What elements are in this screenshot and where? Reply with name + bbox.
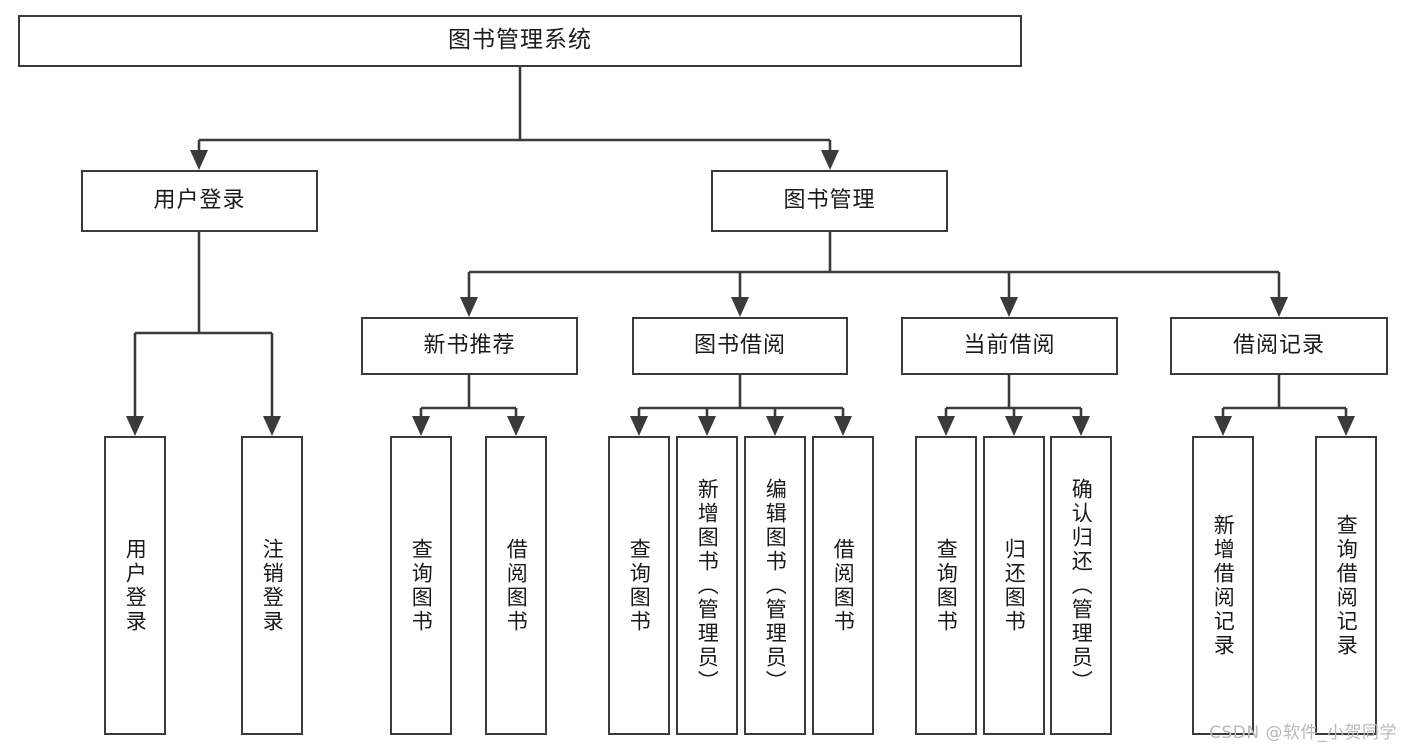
node-book-manage[interactable]: 图书管理 bbox=[711, 170, 948, 232]
arrow-head-book-manage bbox=[821, 150, 839, 170]
watermark-text: CSDN @软件_小贺同学 bbox=[1209, 723, 1397, 743]
node-new-book-rec[interactable]: 新书推荐 bbox=[361, 317, 578, 375]
arrow-head-leaf-rec-search bbox=[1337, 416, 1355, 436]
arrow-head-borrow-record bbox=[1270, 297, 1288, 317]
arrow-head-new-book-rec bbox=[460, 297, 478, 317]
node-leaf-borrow-query[interactable]: 查询图书 bbox=[608, 436, 670, 735]
node-leaf-cur-return-label: 归还图书 bbox=[1002, 537, 1027, 634]
node-leaf-cur-confirm-label: 确认归还（管理员） bbox=[1069, 477, 1094, 694]
node-leaf-user-logout-label: 注销登录 bbox=[260, 537, 285, 634]
arrow-head-leaf-borrow-query bbox=[630, 416, 648, 436]
arrow-head-leaf-cur-confirm bbox=[1072, 416, 1090, 436]
node-book-borrow[interactable]: 图书借阅 bbox=[632, 317, 848, 375]
node-borrow-record-label: 借阅记录 bbox=[1232, 332, 1325, 358]
node-leaf-user-login-label: 用户登录 bbox=[123, 537, 148, 634]
arrow-head-leaf-borrow-lend bbox=[834, 416, 852, 436]
edge-bookmanage-to-level3 bbox=[467, 232, 1281, 299]
node-leaf-borrow-add-label: 新增图书（管理员） bbox=[695, 477, 720, 694]
node-leaf-cur-query-label: 查询图书 bbox=[934, 537, 959, 634]
node-leaf-borrow-add[interactable]: 新增图书（管理员） bbox=[676, 436, 738, 735]
node-leaf-cur-confirm[interactable]: 确认归还（管理员） bbox=[1050, 436, 1112, 735]
arrow-head-leaf-rec-add bbox=[1214, 416, 1232, 436]
arrow-head-leaf-borrow-edit bbox=[766, 416, 784, 436]
node-leaf-rec-search-label: 查询借阅记录 bbox=[1334, 513, 1359, 658]
node-leaf-rec-add[interactable]: 新增借阅记录 bbox=[1192, 436, 1254, 735]
node-user-login-label: 用户登录 bbox=[153, 187, 246, 213]
node-user-login[interactable]: 用户登录 bbox=[81, 170, 318, 232]
node-leaf-rec-search[interactable]: 查询借阅记录 bbox=[1315, 436, 1377, 735]
node-leaf-borrow-edit-label: 编辑图书（管理员） bbox=[763, 477, 788, 694]
arrow-head-leaf-user-login bbox=[126, 416, 144, 436]
edge-root-to-level2 bbox=[197, 67, 832, 152]
node-leaf-rec-borrow-label: 借阅图书 bbox=[504, 537, 529, 634]
node-leaf-borrow-query-label: 查询图书 bbox=[627, 537, 652, 634]
node-leaf-user-login[interactable]: 用户登录 bbox=[104, 436, 166, 735]
node-root[interactable]: 图书管理系统 bbox=[18, 15, 1022, 67]
node-leaf-rec-query-label: 查询图书 bbox=[409, 537, 434, 634]
node-leaf-borrow-lend[interactable]: 借阅图书 bbox=[812, 436, 874, 735]
arrow-head-book-borrow bbox=[731, 297, 749, 317]
node-leaf-rec-add-label: 新增借阅记录 bbox=[1211, 513, 1236, 658]
node-leaf-user-logout[interactable]: 注销登录 bbox=[241, 436, 303, 735]
edge-currentborrow-to-leaves bbox=[944, 375, 1083, 418]
node-leaf-cur-query[interactable]: 查询图书 bbox=[915, 436, 977, 735]
edge-userlogin-to-leaves bbox=[133, 232, 274, 418]
edge-bookborrow-to-leaves bbox=[637, 375, 845, 418]
node-root-label: 图书管理系统 bbox=[448, 27, 592, 54]
arrow-head-leaf-rec-query bbox=[412, 416, 430, 436]
arrow-head-leaf-rec-borrow bbox=[507, 416, 525, 436]
node-leaf-rec-borrow[interactable]: 借阅图书 bbox=[485, 436, 547, 735]
edge-newbookrec-to-leaves bbox=[419, 375, 518, 418]
node-leaf-rec-query[interactable]: 查询图书 bbox=[390, 436, 452, 735]
arrow-head-current-borrow bbox=[1000, 297, 1018, 317]
node-current-borrow-label: 当前借阅 bbox=[963, 332, 1056, 358]
node-current-borrow[interactable]: 当前借阅 bbox=[901, 317, 1118, 375]
arrow-head-user-login bbox=[190, 150, 208, 170]
node-leaf-borrow-lend-label: 借阅图书 bbox=[831, 537, 856, 634]
node-new-book-rec-label: 新书推荐 bbox=[423, 332, 516, 358]
edge-borrowrecord-to-leaves bbox=[1221, 375, 1348, 418]
arrow-head-leaf-cur-query bbox=[937, 416, 955, 436]
arrow-head-leaf-user-logout bbox=[263, 416, 281, 436]
node-leaf-borrow-edit[interactable]: 编辑图书（管理员） bbox=[744, 436, 806, 735]
node-borrow-record[interactable]: 借阅记录 bbox=[1170, 317, 1388, 375]
node-leaf-cur-return[interactable]: 归还图书 bbox=[983, 436, 1045, 735]
node-book-borrow-label: 图书借阅 bbox=[693, 332, 786, 358]
node-book-manage-label: 图书管理 bbox=[783, 187, 876, 213]
arrow-head-leaf-borrow-add bbox=[698, 416, 716, 436]
arrow-head-leaf-cur-return bbox=[1005, 416, 1023, 436]
